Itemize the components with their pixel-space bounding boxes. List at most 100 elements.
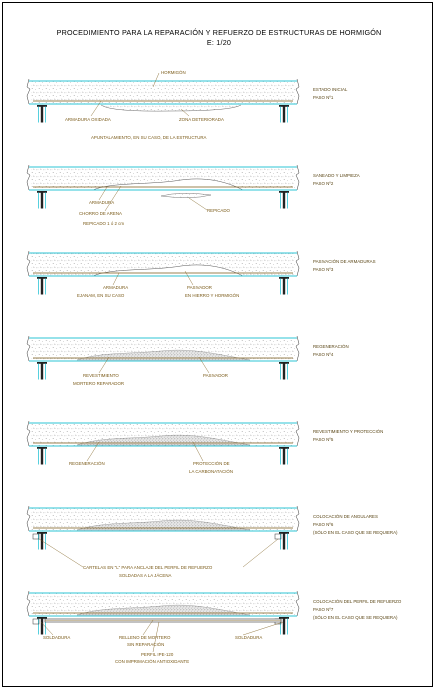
beam-web — [282, 192, 286, 209]
label: APUNTALAMIENTO, EN SU CASO, DE LA ESTRUC… — [91, 135, 207, 140]
beam-side — [287, 448, 288, 465]
leader-line — [188, 197, 208, 211]
beam-side — [45, 533, 46, 550]
step-number: PASO Nº3 — [313, 267, 334, 272]
label: REVESTIMIENTO — [83, 373, 119, 378]
beam-flange-top — [279, 532, 289, 534]
break-line — [26, 590, 31, 617]
label: REGENERACIÓN — [69, 461, 105, 466]
leader-line — [242, 538, 279, 568]
beam-web — [40, 618, 44, 635]
beam-side — [287, 533, 288, 550]
leader-line — [98, 356, 110, 374]
label: CARTELAS EN "L" PARA ANCLAJE DEL PERFIL … — [83, 565, 213, 570]
repair-mortar-zone — [76, 434, 251, 446]
break-line — [26, 335, 31, 362]
label: PASIVADOR — [203, 373, 228, 378]
label: HORMIGÓN — [161, 70, 186, 75]
beam-web — [282, 278, 286, 295]
beam-side — [280, 192, 281, 209]
beam-flange-top — [37, 277, 47, 279]
beam-side — [287, 618, 288, 635]
beam-web — [40, 363, 44, 380]
leader-line — [152, 72, 160, 88]
concrete-slab — [31, 338, 295, 361]
beam-side — [45, 363, 46, 380]
beam-side — [38, 192, 39, 209]
break-line — [26, 78, 31, 105]
beam-side — [280, 106, 281, 123]
concrete-slab — [31, 508, 295, 531]
step-note: (SÓLO EN EL CASO QUE SE REQUIERA) — [313, 530, 398, 535]
beam-side — [280, 363, 281, 380]
beam-flange-top — [279, 447, 289, 449]
step-title: COLOCACIÓN DE ANGULARES — [313, 514, 378, 519]
label: PROTECCIÓN DE — [193, 461, 230, 466]
repair-mortar-zone — [76, 349, 251, 361]
leader-line — [112, 272, 120, 286]
beam-side — [38, 363, 39, 380]
beam-flange-top — [279, 277, 289, 279]
beam-flange-top — [37, 362, 47, 364]
label: SOLDADURA — [235, 635, 262, 640]
beam-side — [45, 106, 46, 123]
step-title: REGENERACIÓN — [313, 344, 349, 349]
label: ARMADURA — [103, 285, 128, 290]
break-line — [26, 420, 31, 447]
beam-web — [282, 106, 286, 123]
leader-line — [104, 185, 122, 212]
step-title: REVESTIMIENTO Y PROTECCIÓN — [313, 429, 383, 434]
leader-line — [242, 621, 284, 636]
step-number: PASO Nº1 — [313, 95, 334, 100]
beam-side — [38, 278, 39, 295]
beam-web — [282, 618, 286, 635]
break-line — [26, 250, 31, 277]
step-number: PASO Nº4 — [313, 352, 334, 357]
beam-side — [280, 533, 281, 550]
leader-line — [90, 100, 102, 117]
beam-flange-top — [279, 191, 289, 193]
beam-side — [45, 618, 46, 635]
drawing-title: PROCEDIMIENTO PARA LA REPARACIÓN Y REFUE… — [57, 28, 382, 37]
angle-bracket — [32, 533, 40, 540]
break-line — [295, 78, 300, 105]
leader-line — [152, 621, 160, 653]
drawing-scale: E: 1/20 — [207, 38, 231, 47]
beam-side — [287, 106, 288, 123]
leader-line — [38, 538, 84, 568]
beam-side — [45, 448, 46, 465]
leader-line — [198, 356, 210, 374]
break-line — [295, 505, 300, 532]
label: EJANAM, EN SU CASO — [77, 293, 125, 298]
break-line — [26, 164, 31, 191]
label: ARMADURA OXIDADA — [65, 117, 111, 122]
label: REPICADO 1 ó 2 cm — [83, 221, 124, 226]
beam-side — [287, 192, 288, 209]
beam-side — [45, 278, 46, 295]
step-number: PASO Nº2 — [313, 181, 334, 186]
leader-line — [180, 108, 190, 117]
label: EN HIERRO Y HORMIGÓN — [185, 293, 239, 298]
angle-bracket — [32, 618, 40, 625]
leader-line — [184, 270, 194, 286]
concrete-slab — [31, 423, 295, 446]
break-line — [295, 250, 300, 277]
label: CON IMPRIMACIÓN ANTIOXIDANTE — [115, 659, 189, 664]
label: REPICADO — [207, 208, 231, 213]
break-line — [295, 335, 300, 362]
repair-mortar-zone — [76, 604, 251, 616]
label: MORTERO REPARADOR — [73, 381, 124, 386]
repair-mortar-zone — [76, 519, 251, 531]
beam-side — [38, 533, 39, 550]
beam-side — [38, 448, 39, 465]
beam-side — [280, 448, 281, 465]
break-line — [295, 590, 300, 617]
beam-side — [287, 363, 288, 380]
label: PASIVADOR — [187, 285, 212, 290]
label: ZONA DETERIORADA — [179, 117, 224, 122]
